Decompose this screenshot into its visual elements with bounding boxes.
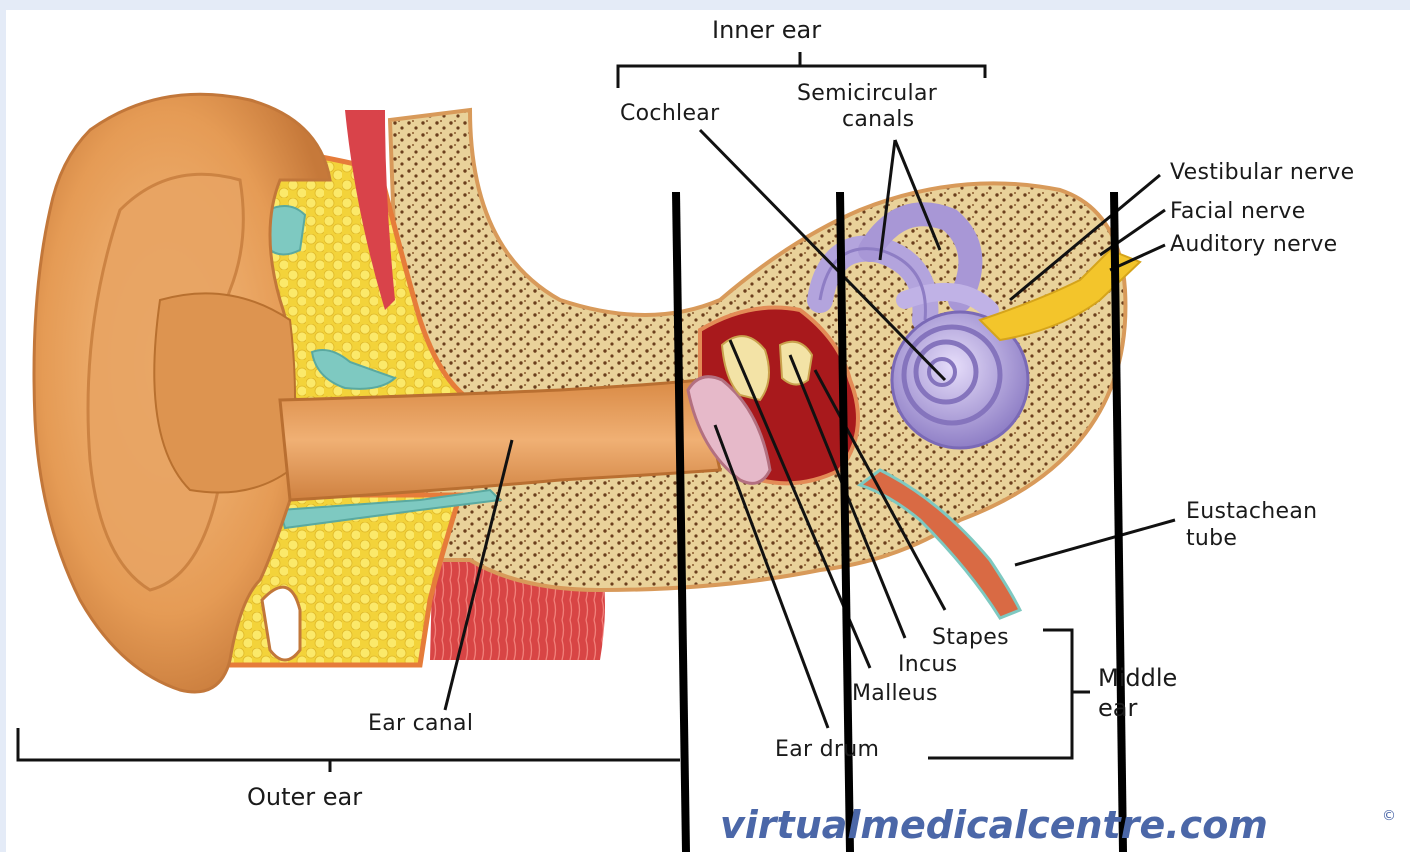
cartilage-upper bbox=[268, 206, 305, 255]
label-ear-canal: Ear canal bbox=[368, 711, 473, 736]
label-inner-ear: Inner ear bbox=[712, 16, 821, 44]
label-semicircular-2: canals bbox=[842, 107, 914, 132]
watermark-copyright: © bbox=[1382, 808, 1396, 824]
label-auditory-nerve: Auditory nerve bbox=[1170, 232, 1338, 257]
label-malleus: Malleus bbox=[852, 681, 938, 706]
label-semicircular-1: Semicircular bbox=[797, 81, 938, 106]
label-vestibular-nerve: Vestibular nerve bbox=[1170, 160, 1355, 185]
label-eustachean-1: Eustachean bbox=[1186, 499, 1317, 524]
label-incus: Incus bbox=[898, 652, 957, 677]
concha bbox=[154, 293, 295, 492]
label-middle-ear-1: Middle bbox=[1098, 664, 1177, 692]
label-facial-nerve: Facial nerve bbox=[1170, 199, 1306, 224]
label-ear-drum: Ear drum bbox=[775, 737, 879, 762]
label-outer-ear: Outer ear bbox=[247, 783, 362, 811]
label-stapes: Stapes bbox=[932, 625, 1009, 650]
label-eustachean-2: tube bbox=[1186, 526, 1237, 551]
label-middle-ear-2: ear bbox=[1098, 694, 1137, 722]
label-cochlear: Cochlear bbox=[620, 101, 720, 126]
watermark-text: virtualmedicalcentre.com bbox=[720, 803, 1268, 847]
